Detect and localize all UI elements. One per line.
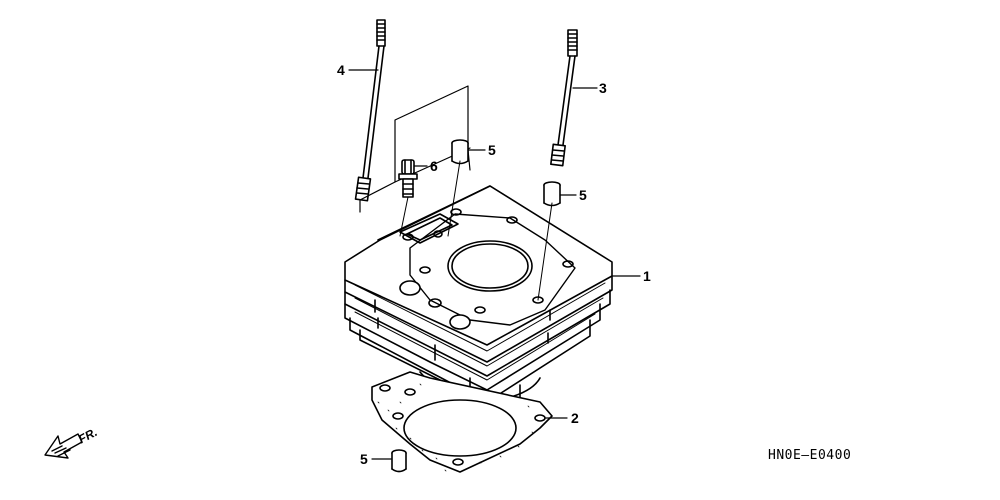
callout-5-bottom: 5: [360, 451, 368, 467]
callout-5-right: 5: [579, 187, 587, 203]
dowel-pin-5-top: [451, 139, 469, 165]
callout-6: 6: [430, 158, 438, 174]
callout-4: 4: [337, 62, 345, 78]
callout-1: 1: [643, 268, 651, 284]
flange-bolt-6: [398, 159, 418, 198]
diagram-code: HN0E—E0400: [768, 448, 852, 463]
dowel-pin-5-right: [543, 181, 561, 207]
callout-5-top: 5: [488, 142, 496, 158]
front-direction-arrow-icon: [44, 433, 83, 459]
stud-bolt-4: [354, 19, 386, 202]
cylinder-base-gasket: [371, 371, 553, 473]
cylinder: [344, 185, 613, 411]
callout-3: 3: [599, 80, 607, 96]
dowel-pin-5-bottom: [391, 449, 407, 473]
stud-bolt-3: [550, 29, 578, 167]
callout-2: 2: [571, 410, 579, 426]
